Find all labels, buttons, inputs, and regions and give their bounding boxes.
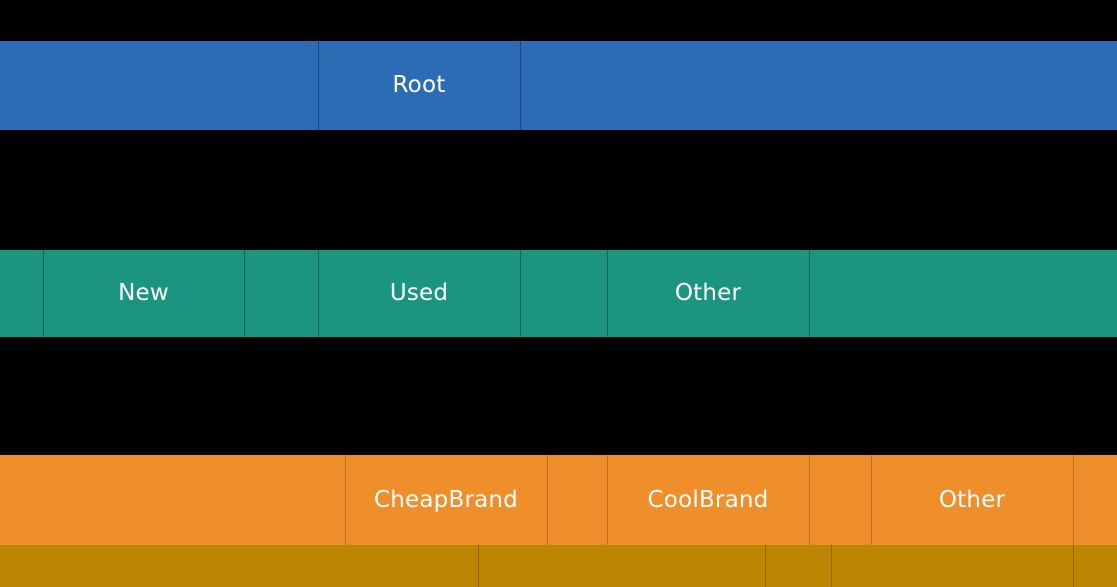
node-separator [43, 250, 44, 337]
node-unlabeled[interactable] [1073, 545, 1117, 587]
node-label: Used [389, 280, 449, 306]
node-root[interactable]: Root [318, 41, 520, 130]
node-separator [478, 545, 479, 587]
root-level: Root [0, 41, 1117, 130]
node-label: CoolBrand [647, 486, 769, 513]
category-level: New Used Other [0, 250, 1117, 337]
node-unlabeled[interactable] [244, 250, 318, 337]
node-unlabeled[interactable] [520, 41, 1117, 130]
node-separator [607, 455, 608, 545]
node-separator [809, 455, 810, 545]
node-label: New [118, 280, 169, 306]
node-separator [765, 545, 766, 587]
node-unlabeled[interactable] [0, 455, 345, 545]
node-label: Root [392, 72, 446, 98]
node-unlabeled[interactable] [0, 545, 478, 587]
node-separator [520, 250, 521, 337]
node-separator [1073, 455, 1074, 545]
node-unlabeled[interactable] [809, 455, 871, 545]
node-unlabeled[interactable] [547, 455, 607, 545]
node-used[interactable]: Used [318, 250, 520, 337]
node-other[interactable]: Other [871, 455, 1073, 545]
node-label: CheapBrand [374, 486, 518, 513]
node-separator [547, 455, 548, 545]
node-separator [1073, 545, 1074, 587]
node-unlabeled[interactable] [520, 250, 607, 337]
node-unlabeled[interactable] [809, 250, 1117, 337]
node-cheapbrand[interactable]: CheapBrand [345, 455, 547, 545]
node-separator [831, 545, 832, 587]
node-separator [345, 455, 346, 545]
node-unlabeled[interactable] [478, 545, 765, 587]
node-separator [871, 455, 872, 545]
node-separator [809, 250, 810, 337]
leaf-level [0, 545, 1117, 587]
brand-level: CheapBrand CoolBrand Other [0, 455, 1117, 545]
node-unlabeled[interactable] [0, 41, 318, 130]
node-unlabeled[interactable] [765, 545, 831, 587]
node-separator [244, 250, 245, 337]
node-other[interactable]: Other [607, 250, 809, 337]
node-label: Other [938, 486, 1006, 513]
node-label: Other [674, 280, 742, 306]
node-unlabeled[interactable] [1073, 455, 1117, 545]
node-separator [318, 41, 319, 130]
node-separator [607, 250, 608, 337]
node-new[interactable]: New [43, 250, 244, 337]
node-separator [318, 250, 319, 337]
node-separator [520, 41, 521, 130]
node-unlabeled[interactable] [0, 250, 43, 337]
node-coolbrand[interactable]: CoolBrand [607, 455, 809, 545]
node-unlabeled[interactable] [831, 545, 1073, 587]
